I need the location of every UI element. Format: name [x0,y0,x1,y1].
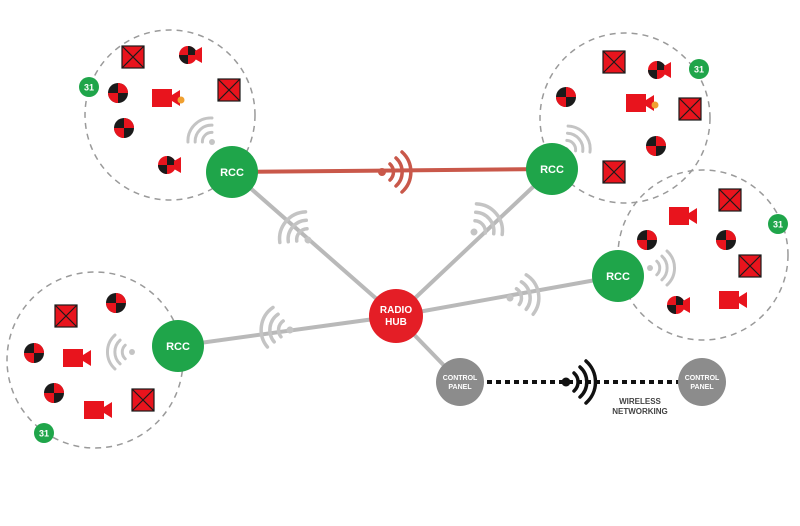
smoke-detector-icon [44,383,64,403]
link-rcc-tr-to-hub [394,167,554,318]
camera-icon [84,401,112,419]
wave-icon [256,304,298,353]
device-count-badge: 31 [689,59,709,79]
rcc-label: RCC [220,167,244,179]
camera-icon [719,291,747,309]
radio-hub-node: RADIO HUB [369,289,423,343]
door-sensor-icon [217,78,241,102]
camera-icon [648,61,671,79]
smoke-detector-icon [106,293,126,313]
wave-icon [561,359,598,405]
rcc-node-right: RCC [592,250,644,302]
door-sensor-icon [54,304,78,328]
smoke-detector-icon [108,83,128,103]
door-sensor-icon [738,254,762,278]
cluster-top-left [84,29,256,201]
wave-icon [501,271,544,321]
rcc-label: RCC [540,164,564,176]
control-panel-node-remote: CONTROL PANEL [678,358,726,406]
cluster-right [617,169,789,341]
device-count-badge: 31 [768,214,788,234]
wave-icon [378,150,413,194]
door-sensor-icon [131,388,155,412]
door-sensor-icon [718,188,742,212]
camera-icon [626,94,659,112]
door-sensor-icon [602,160,626,184]
camera-icon [152,89,185,107]
panel-label-line2: PANEL [690,384,714,391]
device-count-badge: 31 [79,77,99,97]
cluster-top-right [539,32,711,204]
hub-label-line1: RADIO [380,305,412,316]
rcc-node-bottom-left: RCC [152,320,204,372]
wireless-caption-line1: WIRELESS [619,397,661,406]
door-sensor-icon [121,45,145,69]
panel-label-line1: CONTROL [685,375,720,382]
rcc-label: RCC [166,341,190,353]
smoke-detector-icon [646,136,666,156]
rcc-label: RCC [606,271,630,283]
smoke-detector-icon [24,343,44,363]
wave-icon [456,196,511,252]
camera-icon [158,156,181,174]
door-sensor-icon [678,97,702,121]
smoke-detector-icon [716,230,736,250]
link-rcc-r-to-hub [395,274,619,318]
device-count-badge: 31 [34,423,54,443]
panel-label-line1: CONTROL [443,375,478,382]
rcc-node-top-left: RCC [206,146,258,198]
hub-label-line2: HUB [385,317,407,328]
smoke-detector-icon [114,118,134,138]
camera-icon [63,349,91,367]
wave-icon [645,249,677,287]
smoke-detector-icon [556,87,576,107]
wireless-caption-line2: NETWORKING [612,407,668,416]
camera-icon [669,207,697,225]
badge-count-label: 31 [694,65,704,75]
wave-icon [105,333,137,371]
smoke-detector-icon [637,230,657,250]
badge-count-label: 31 [39,429,49,439]
camera-icon [667,296,690,314]
rcc-node-top-right: RCC [526,143,578,195]
door-sensor-icon [602,50,626,74]
badge-count-label: 31 [84,83,94,93]
camera-icon [179,46,202,64]
link-rcc-tl-to-hub [230,170,398,318]
panel-label-line2: PANEL [448,384,472,391]
control-panel-node: CONTROL PANEL [436,358,484,406]
badge-count-label: 31 [773,220,783,230]
